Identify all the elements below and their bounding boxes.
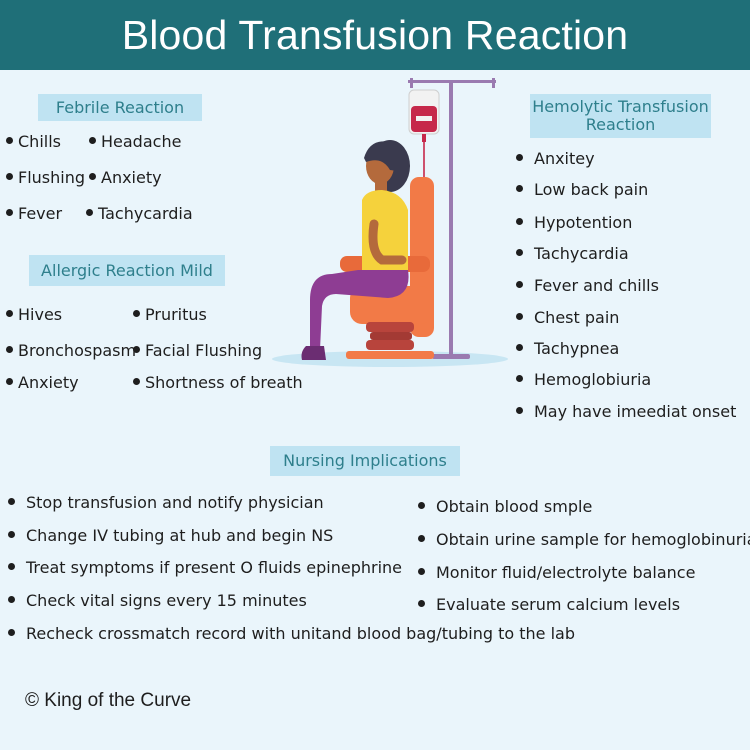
hemolytic-item: Hypotention [516,213,632,233]
allergic-reaction-heading: Allergic Reaction Mild [29,255,225,286]
iv-stand [408,78,496,359]
page-header: Blood Transfusion Reaction [0,0,750,70]
transfusion-illustration [272,78,508,367]
nursing-heading-text: Nursing Implications [283,451,447,470]
febrile-reaction-heading: Febrile Reaction [38,94,202,121]
allergic-item: Bronchospasm [6,341,136,361]
allergic-item: Shortness of breath [133,373,303,393]
allergic-item: Facial Flushing [133,341,262,361]
blood-bag-icon [408,89,440,142]
hemolytic-item: Low back pain [516,180,648,200]
febrile-heading-text: Febrile Reaction [55,97,185,117]
hemolytic-heading-line1: Hemolytic Transfusion [532,97,709,116]
hemolytic-item: Hemoglobiuria [516,370,651,390]
nursing-item: Obtain blood smple [418,497,592,517]
nursing-item: Evaluate serum calcium levels [418,595,680,615]
nursing-item: Stop transfusion and notify physician [8,493,324,513]
page-title: Blood Transfusion Reaction [121,11,629,58]
hemolytic-reaction-heading: Hemolytic Transfusion Reaction [530,94,711,138]
nursing-item: Treat symptoms if present O fluids epine… [8,558,402,578]
febrile-item: Tachycardia [86,204,193,224]
patient-figure [301,140,410,360]
nursing-item: Change IV tubing at hub and begin NS [8,526,333,546]
allergic-item: Hives [6,305,62,325]
hemolytic-heading-line2: Reaction [585,115,656,134]
hemolytic-item: Tachypnea [516,339,619,359]
allergic-heading-text: Allergic Reaction Mild [41,260,213,280]
nursing-item: Obtain urine sample for hemoglobinuria [418,530,750,550]
nursing-implications-heading: Nursing Implications [270,446,460,476]
nursing-item: Check vital signs every 15 minutes [8,591,307,611]
hemolytic-item: Chest pain [516,308,619,328]
hemolytic-item: Anxitey [516,149,595,169]
febrile-item: Flushing [6,168,85,188]
hemolytic-item: Fever and chills [516,276,659,296]
febrile-item: Anxiety [89,168,162,188]
nursing-item: Monitor fluid/electrolyte balance [418,563,695,583]
nursing-item: Recheck crossmatch record with unitand b… [8,624,575,644]
febrile-item: Headache [89,132,181,152]
allergic-item: Pruritus [133,305,207,325]
febrile-item: Chills [6,132,61,152]
hemolytic-item: May have imeediat onset [516,402,736,422]
copyright-text: © King of the Curve [25,690,192,711]
hemolytic-item: Tachycardia [516,244,629,264]
allergic-item: Anxiety [6,373,79,393]
febrile-item: Fever [6,204,62,224]
